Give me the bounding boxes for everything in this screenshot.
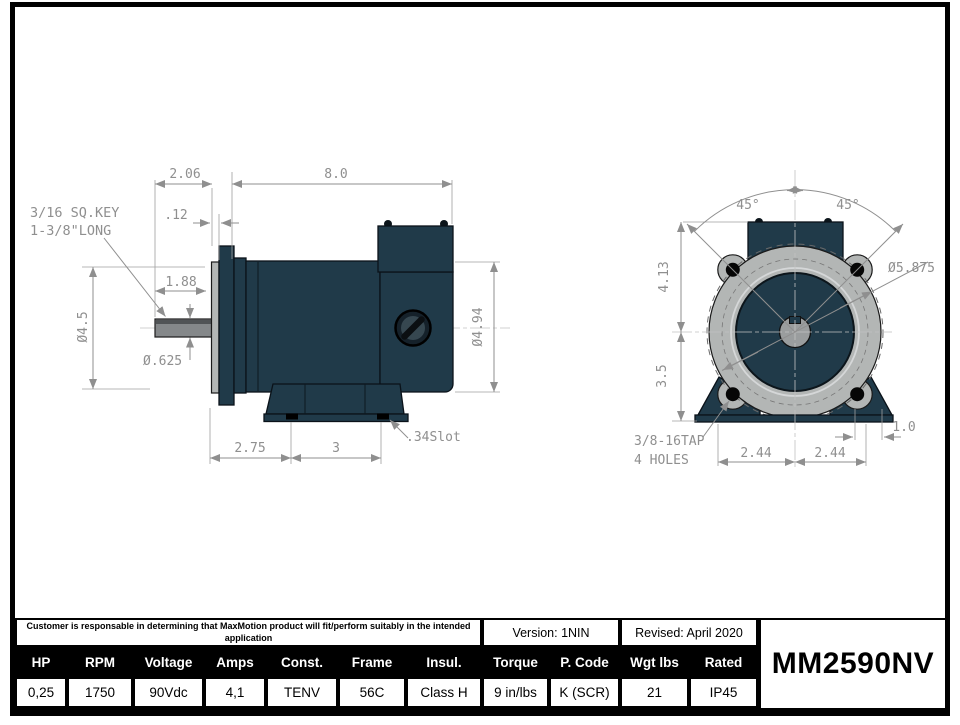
disclaimer-text: Customer is responsable in determining t… xyxy=(15,618,482,647)
dim-flange-dia: Ø4.5 xyxy=(76,311,91,342)
col-header-amps: Amps xyxy=(204,647,266,677)
dim-shaft-dia: Ø.625 xyxy=(143,354,182,369)
terminal-box-side xyxy=(377,220,454,273)
dim-foot-right: 2.44 xyxy=(814,446,845,461)
col-value-voltage: 90Vdc xyxy=(133,677,204,708)
dim-height-bottom: 3.5 xyxy=(655,364,670,387)
version-cell: Version: 1NIN xyxy=(482,618,620,647)
col-header-pcode: P. Code xyxy=(549,647,620,677)
dimensions-side: 3/16 SQ.KEY 1-3/8"LONG 2.06 8.0 .12 1.88… xyxy=(30,167,500,464)
flange-step xyxy=(233,257,247,394)
angle-right-label: 45° xyxy=(836,198,859,213)
side-view xyxy=(140,220,510,423)
technical-drawing: 3/16 SQ.KEY 1-3/8"LONG 2.06 8.0 .12 1.88… xyxy=(30,167,935,470)
mounting-foot-side xyxy=(263,383,409,423)
col-value-const: TENV xyxy=(266,677,338,708)
col-value-rated: IP45 xyxy=(689,677,758,708)
flange-face-plate xyxy=(210,261,220,394)
col-value-insul: Class H xyxy=(406,677,482,708)
motor-body xyxy=(245,260,381,393)
col-header-voltage: Voltage xyxy=(133,647,204,677)
angle-left-label: 45° xyxy=(736,198,759,213)
dim-height-top: 4.13 xyxy=(657,261,672,292)
dim-gap: .12 xyxy=(164,208,187,223)
model-number: MM2590NV xyxy=(758,618,945,708)
tap-note-line1: 3/8-16TAP xyxy=(634,434,705,449)
col-header-const: Const. xyxy=(266,647,338,677)
col-value-amps: 4,1 xyxy=(204,677,266,708)
col-header-insul: Insul. xyxy=(406,647,482,677)
dimensions-front: 45° 45° 4.13 3.5 Ø5.875 3/8-16TAP 4 HOLE… xyxy=(634,185,935,468)
dim-body-length: 8.0 xyxy=(324,167,347,182)
col-value-pcode: K (SCR) xyxy=(549,677,620,708)
dim-slot-edge: 1.0 xyxy=(892,420,915,435)
dim-foot-left: 2.44 xyxy=(740,446,771,461)
spec-table: Customer is responsable in determining t… xyxy=(15,618,945,711)
col-value-torque: 9 in/lbs xyxy=(482,677,549,708)
base-plate xyxy=(694,414,894,423)
col-header-hp: HP xyxy=(15,647,67,677)
col-value-wgt: 21 xyxy=(620,677,689,708)
revised-cell: Revised: April 2020 xyxy=(620,618,758,647)
slot-note: .34Slot xyxy=(406,430,461,445)
tap-note-line2: 4 HOLES xyxy=(634,453,689,468)
dim-foot-span: 3 xyxy=(332,441,340,456)
c-face-flange xyxy=(218,245,235,406)
dim-foot-offset: 2.75 xyxy=(234,441,265,456)
col-header-frame: Frame xyxy=(338,647,406,677)
col-value-hp: 0,25 xyxy=(15,677,67,708)
dim-key-length: 1.88 xyxy=(165,275,196,290)
foot-slot xyxy=(286,413,298,420)
dim-body-dia: Ø4.94 xyxy=(471,307,486,346)
key-note-line2: 1-3/8"LONG xyxy=(30,223,111,239)
col-header-wgt: Wgt lbs xyxy=(620,647,689,677)
extension-lines-front xyxy=(672,221,883,466)
col-header-rated: Rated xyxy=(689,647,758,677)
drain-plug xyxy=(394,309,432,347)
shaft xyxy=(154,318,216,338)
col-header-rpm: RPM xyxy=(67,647,133,677)
dim-shaft-length: 2.06 xyxy=(169,167,200,182)
col-header-torque: Torque xyxy=(482,647,549,677)
foot-slot xyxy=(377,413,389,420)
col-value-rpm: 1750 xyxy=(67,677,133,708)
dim-bolt-circle: Ø5.875 xyxy=(888,261,935,276)
key-note-line1: 3/16 SQ.KEY xyxy=(30,205,119,221)
col-value-frame: 56C xyxy=(338,677,406,708)
